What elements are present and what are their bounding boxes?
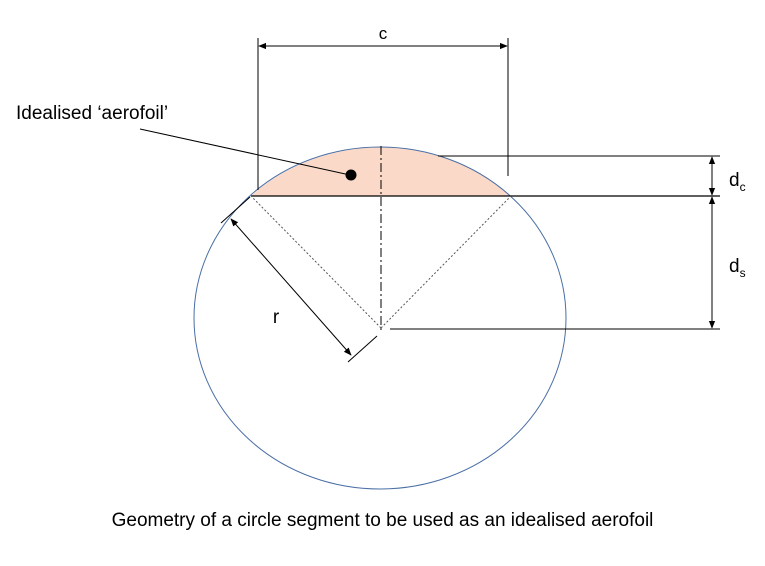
radius-tick-outer — [220, 196, 251, 224]
figure-caption: Geometry of a circle segment to be used … — [111, 510, 654, 531]
camber-depth-label: dc — [729, 170, 746, 194]
radius-tick-inner — [347, 335, 378, 363]
radius-dotted-left — [250, 195, 382, 329]
segment-name-label: Idealised ‘aerofoil’ — [16, 103, 168, 124]
camber-depth-subscript: c — [740, 180, 746, 194]
radius-dotted-right — [380, 195, 512, 329]
radius-dimension-arrow — [230, 218, 352, 356]
circle-outline — [193, 146, 567, 490]
radius-label: r — [273, 307, 280, 328]
segment-leader-dot — [345, 169, 357, 181]
segment-leader-line — [139, 128, 351, 176]
chord-label: c — [379, 24, 388, 43]
centre-depth-label: ds — [729, 256, 746, 280]
centre-depth-subscript: s — [740, 266, 746, 280]
